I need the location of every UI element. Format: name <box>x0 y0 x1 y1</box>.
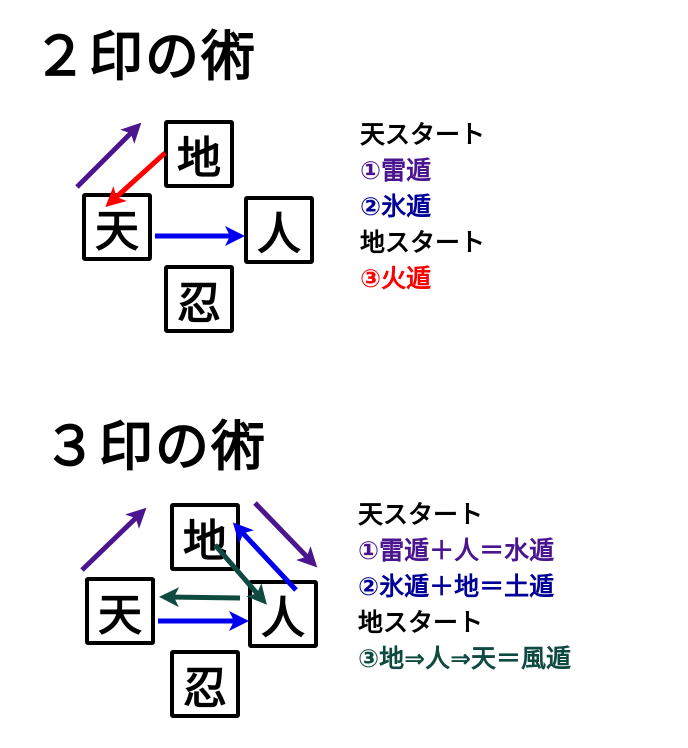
legend-line: 地スタート <box>358 608 484 637</box>
seal-box-nin: 忍 <box>164 265 234 333</box>
legend-three-seals: 天スタート ①雷遁＋人＝水遁 ②氷遁＋地＝土遁 地スタート ③地⇒人⇒天＝風遁 <box>358 497 571 677</box>
section-title: ３印の術 <box>43 415 267 478</box>
legend-line: ①雷遁 <box>360 156 432 185</box>
section-title: ２印の術 <box>33 25 257 88</box>
legend-two-seals: 天スタート ①雷遁 ②氷遁 地スタート ③火遁 <box>360 117 485 297</box>
legend-line: 地スタート <box>360 228 486 257</box>
legend-line: ①雷遁＋人＝水遁 <box>358 536 555 565</box>
arrow-purple-ten-chi <box>80 507 147 572</box>
arrow-teal-jin-ten <box>159 587 241 608</box>
arrow-purple <box>75 122 142 189</box>
seal-box-nin: 忍 <box>170 650 240 718</box>
seal-box-jin: 人 <box>244 196 314 264</box>
legend-line: ②氷遁＋地＝土遁 <box>358 572 555 601</box>
legend-line: 天スタート <box>358 500 484 529</box>
legend-line: 天スタート <box>360 120 486 149</box>
seal-box-ten: 天 <box>82 193 152 261</box>
seal-box-ten: 天 <box>85 577 155 645</box>
legend-line: ③地⇒人⇒天＝風遁 <box>358 644 572 673</box>
seal-box-chi: 地 <box>170 503 240 571</box>
arrow-purple-chi-jin <box>253 501 318 568</box>
seal-box-jin: 人 <box>248 580 318 648</box>
legend-line: ②氷遁 <box>360 192 432 221</box>
legend-line: ③火遁 <box>360 264 432 293</box>
seal-box-chi: 地 <box>164 120 234 188</box>
